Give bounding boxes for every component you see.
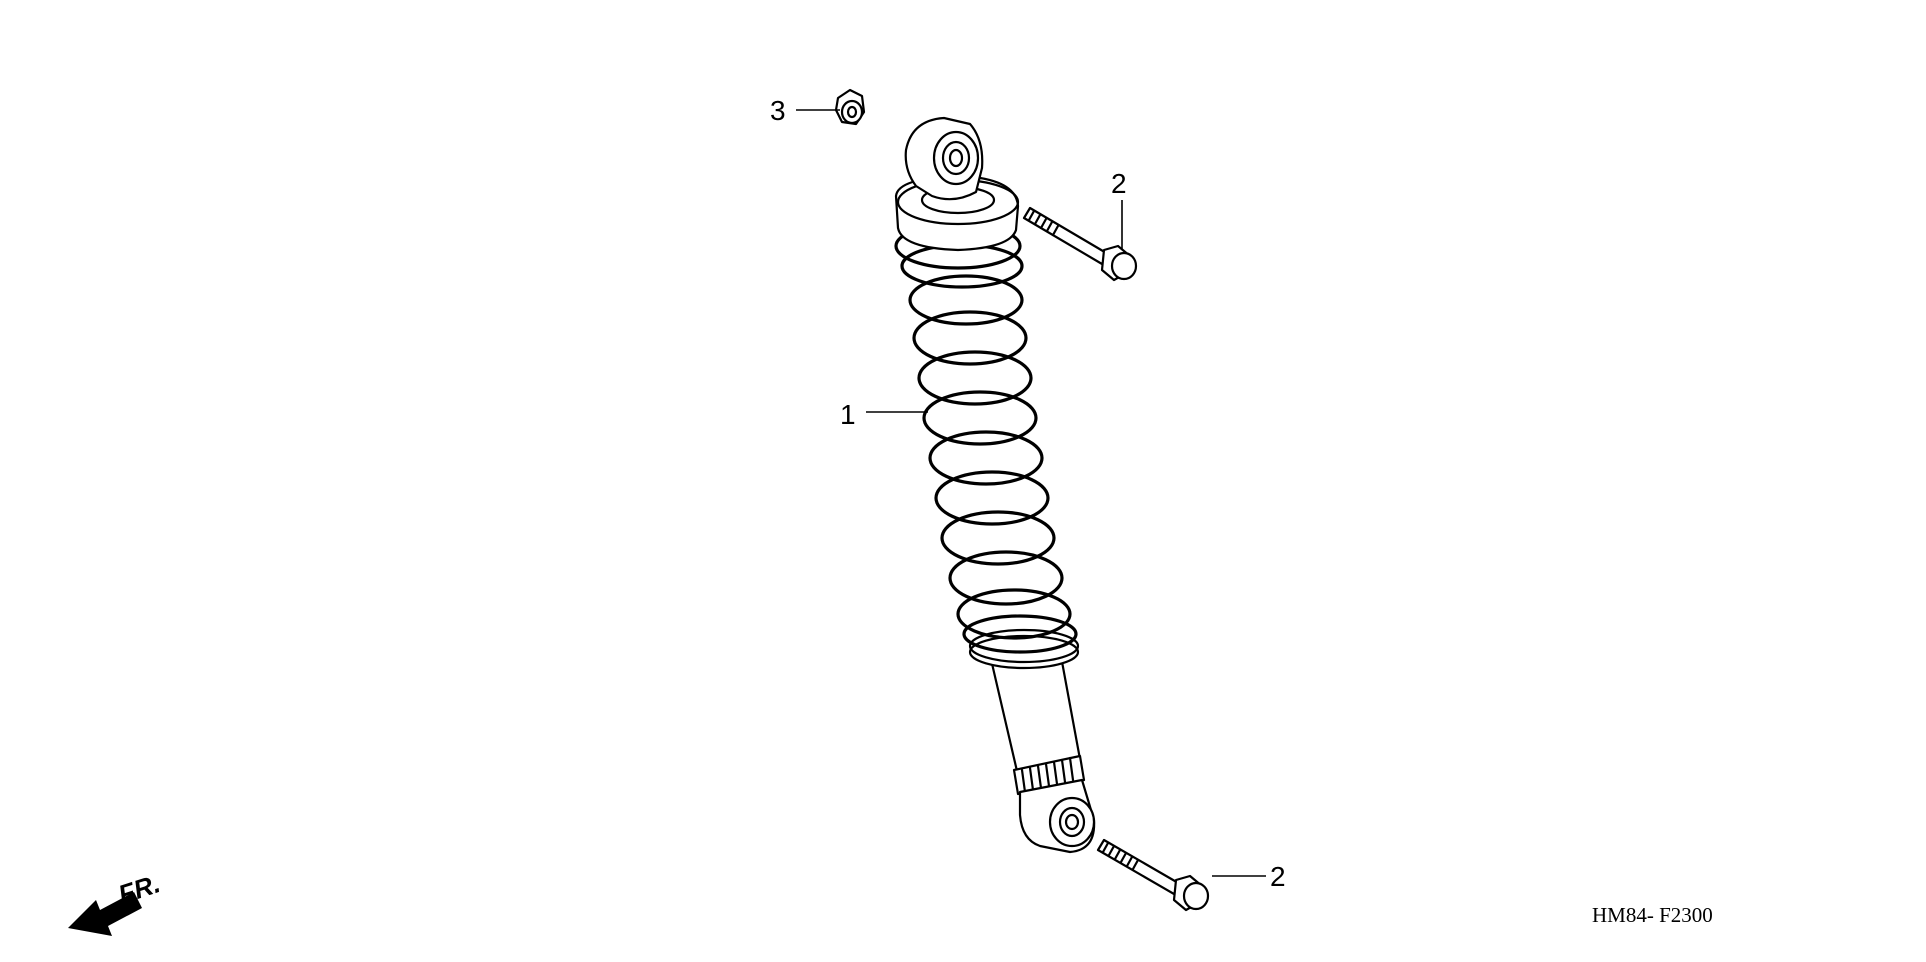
callout-2-upper: 2: [1111, 168, 1127, 199]
callout-1: 1: [840, 399, 856, 430]
part-2-upper-bolt[interactable]: [1022, 206, 1138, 282]
diagram-code: HM84- F2300: [1592, 903, 1713, 927]
front-direction-label: FR.: [115, 868, 164, 909]
part-1-rear-shock-absorber[interactable]: [894, 116, 1096, 854]
part-2-lower-bolt[interactable]: [1096, 838, 1210, 912]
callout-3: 3: [770, 95, 786, 126]
front-direction-arrow: FR.: [68, 868, 164, 936]
callout-2-lower: 2: [1270, 861, 1286, 892]
part-3-nut[interactable]: [834, 88, 866, 126]
